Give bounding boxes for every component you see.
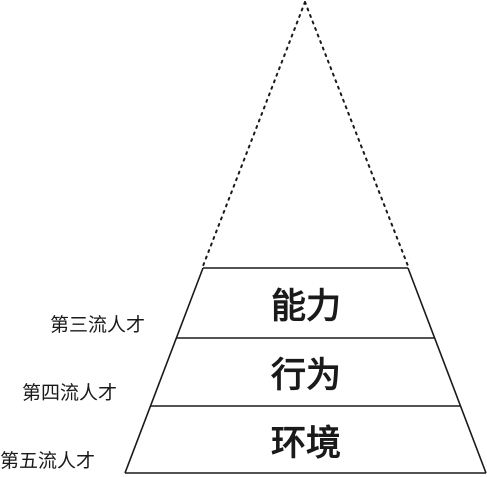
tier-2-side-label: 第四流人才: [22, 382, 117, 404]
tier-1-name: 能力: [271, 287, 341, 327]
apex-dotted-right-edge: [304, 1, 409, 267]
pyramid-solid-section: [124, 267, 487, 474]
tier-2-name: 行为: [271, 356, 341, 396]
tier-3-side-label: 第五流人才: [0, 450, 95, 472]
pyramid-right-edge: [407, 267, 487, 474]
tier-1-side-label: 第三流人才: [50, 314, 145, 336]
apex-dotted-left-edge: [202, 1, 306, 267]
tier-3-name: 环境: [271, 424, 341, 464]
pyramid-left-edge: [124, 267, 204, 474]
